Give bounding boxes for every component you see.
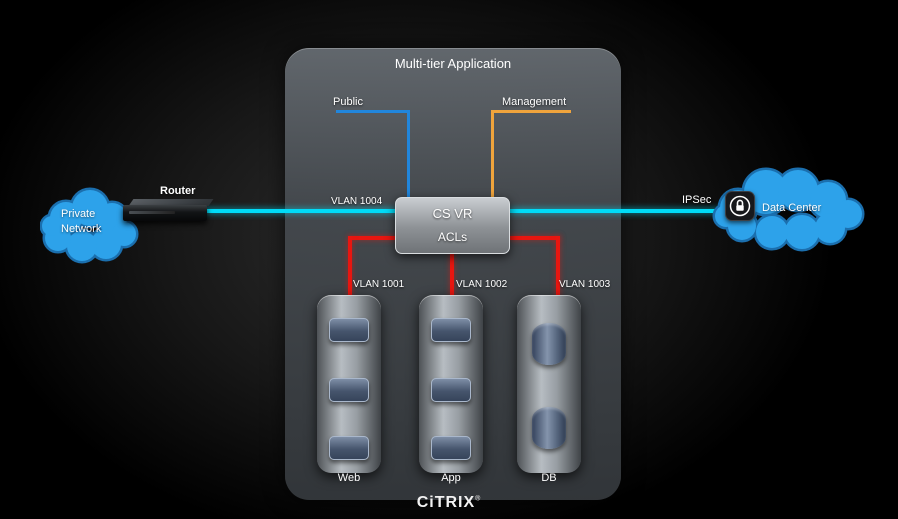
private-network-label: Private Network	[61, 208, 102, 235]
server-slot	[329, 436, 369, 460]
csvr-node: CS VR ACLs	[395, 197, 510, 254]
public-line-horizontal	[336, 110, 410, 113]
citrix-logo: CiTRIX®	[399, 494, 499, 512]
vlan1002-line-vertical	[450, 252, 454, 298]
db-cylinder	[532, 407, 566, 449]
public-label: Public	[333, 96, 363, 108]
server-slot	[431, 318, 471, 342]
registered-mark: ®	[475, 495, 482, 503]
web-tier-label: Web	[337, 472, 361, 484]
ipsec-lock-icon	[725, 191, 755, 221]
management-label: Management	[502, 96, 567, 108]
db-tier-label: DB	[541, 472, 557, 484]
ipsec-label: IPSec	[682, 194, 712, 206]
vlan1001-line-vertical	[348, 236, 352, 298]
csvr-title: CS VR	[432, 206, 473, 221]
csvr-acls-label: ACLs	[437, 230, 468, 244]
vlan1002-label: VLAN 1002	[456, 279, 508, 290]
citrix-logo-text: CiTRIX	[416, 494, 476, 511]
db-cylinder	[532, 323, 566, 365]
private-network-cloud	[40, 187, 139, 264]
panel-title: Multi-tier Application	[394, 56, 512, 71]
vlan1004-trunk-line	[150, 209, 398, 213]
vlan1003-line-horizontal	[509, 236, 560, 240]
server-slot	[431, 436, 471, 460]
server-tower-web	[317, 295, 381, 473]
lock-glyph	[729, 195, 751, 217]
vlan1003-label: VLAN 1003	[559, 279, 611, 290]
vlan1004-label: VLAN 1004	[331, 196, 383, 207]
router-label: Router	[160, 185, 196, 197]
ipsec-trunk-line	[508, 209, 742, 213]
data-center-cloud	[712, 167, 865, 252]
router-device	[123, 205, 207, 221]
server-tower-db	[517, 295, 581, 473]
vlan1003-line-vertical	[556, 236, 560, 298]
vlan1001-label: VLAN 1001	[353, 279, 405, 290]
server-slot	[329, 378, 369, 402]
public-line-vertical	[407, 110, 410, 198]
data-center-label: Data Center	[762, 202, 822, 214]
app-tier-label: App	[441, 472, 461, 484]
management-line-vertical	[491, 110, 494, 198]
server-slot	[329, 318, 369, 342]
server-slot	[431, 378, 471, 402]
vlan1001-line-horizontal	[350, 236, 397, 240]
server-tower-app	[419, 295, 483, 473]
management-line-horizontal	[491, 110, 571, 113]
